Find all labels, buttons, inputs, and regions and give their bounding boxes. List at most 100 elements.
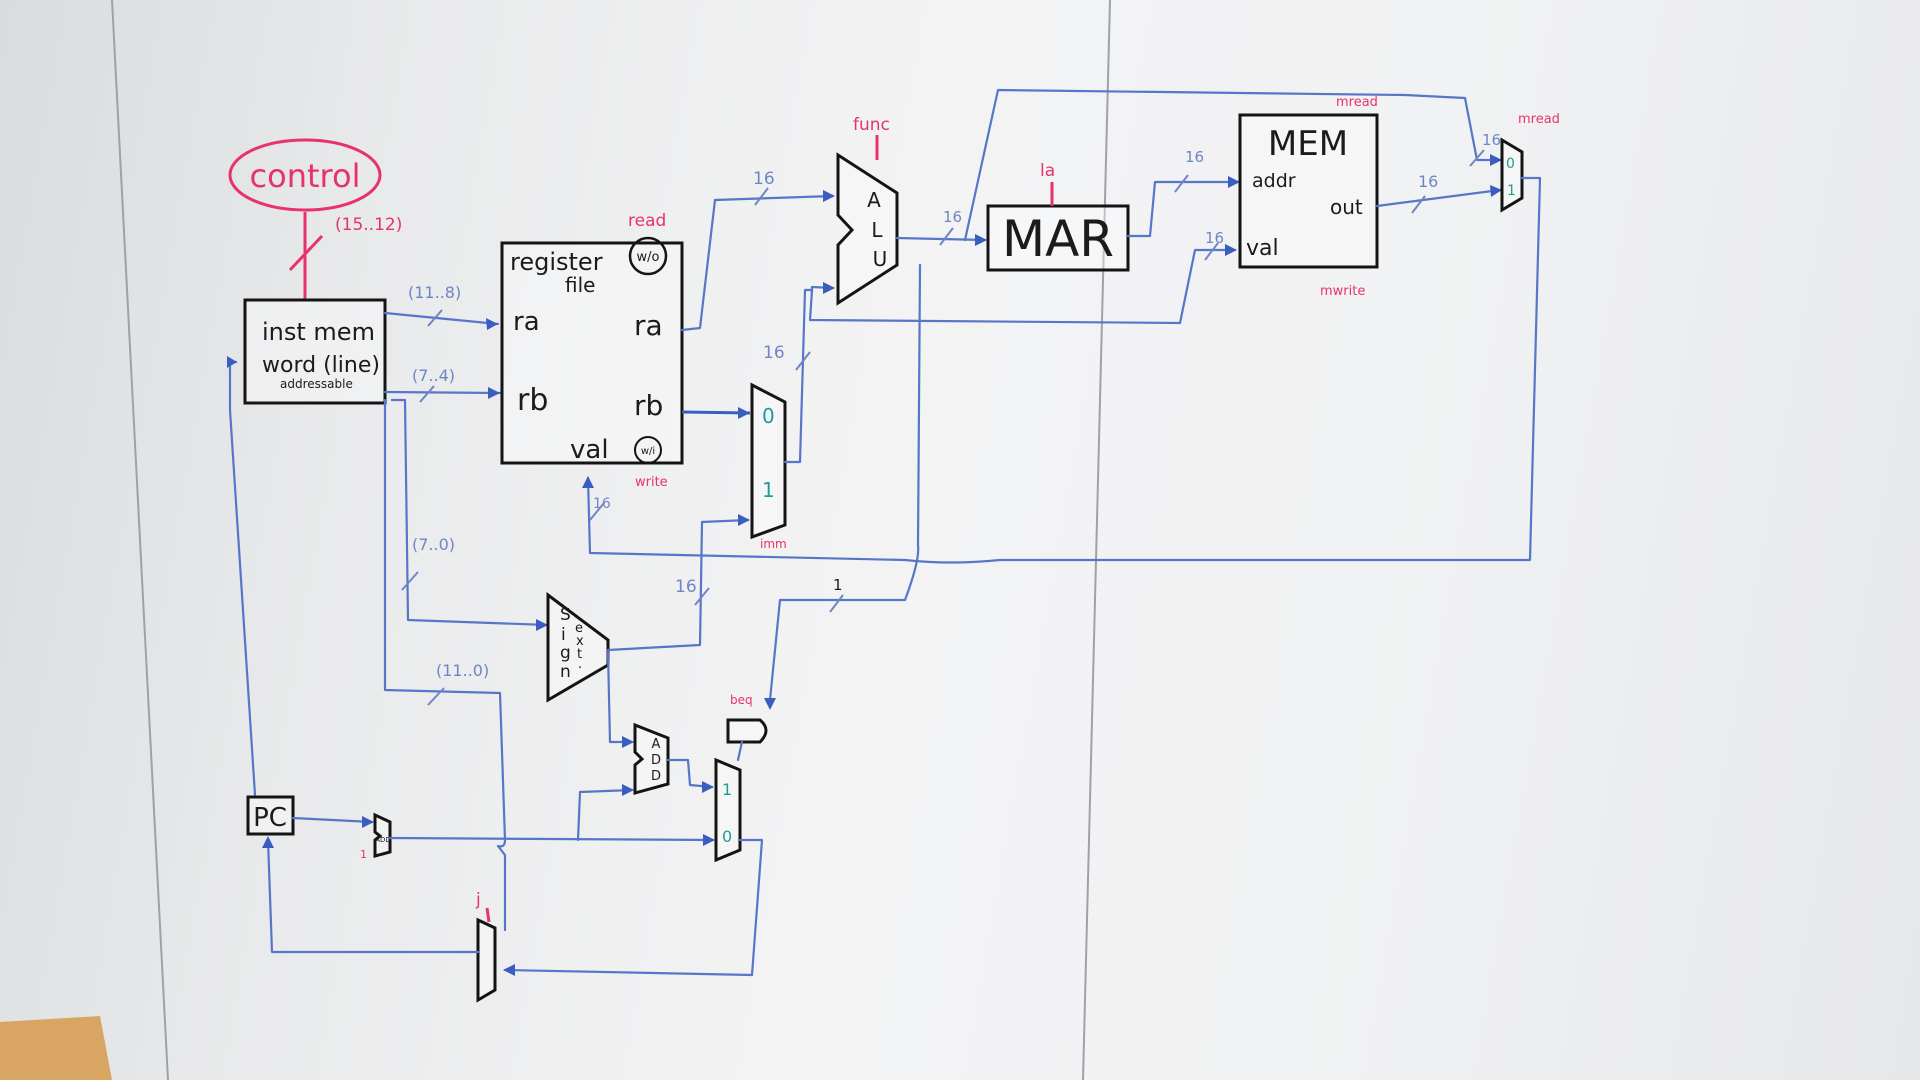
wire-wb-16-label: 16 <box>593 496 611 512</box>
pc-adder-const: 1 <box>360 848 367 861</box>
wire-pc-to-inst <box>228 360 257 797</box>
alu <box>836 152 899 306</box>
wire-b-16-label: 16 <box>763 343 785 363</box>
inst-mem-box <box>243 298 387 405</box>
sign-ext-l7: t <box>577 647 582 662</box>
control-bits-label: (15..12) <box>335 215 402 235</box>
wire-11-8-label: (11..8) <box>408 283 461 302</box>
sign-ext-l2: i <box>561 625 566 645</box>
mux-b <box>750 382 787 540</box>
mux-out-ctrl: mread <box>1518 112 1560 127</box>
regfile-rb-in: rb <box>517 383 548 418</box>
regfile-read-port-label: w/o <box>637 250 660 265</box>
control-label: control <box>250 157 361 195</box>
mem-read-ctrl: mread <box>1336 95 1378 110</box>
wire-ra-16-label: 16 <box>753 169 775 189</box>
branch-adder <box>633 722 670 795</box>
alu-letter-2: L <box>871 218 883 242</box>
regfile-val: val <box>570 435 609 465</box>
mux-out-in0: 0 <box>1506 156 1515 172</box>
mem-addr: addr <box>1252 170 1296 192</box>
wire-mar-to-mem <box>1126 180 1240 238</box>
inst-mem-line3: addressable <box>280 377 353 391</box>
mux-out <box>1500 137 1524 213</box>
pc-adder <box>373 812 392 858</box>
sign-ext-l3: g <box>560 643 571 663</box>
wire-11-0-label: (11..0) <box>436 661 489 680</box>
board-seam-middle <box>1082 0 1111 1080</box>
regfile-title2: file <box>565 273 595 297</box>
wire-imm8 <box>390 398 550 627</box>
wire-sext-to-add <box>606 650 634 744</box>
mem-val: val <box>1246 236 1279 261</box>
sign-ext-l8: . <box>578 657 582 672</box>
mem-box <box>1238 113 1379 269</box>
mux-j <box>476 917 497 1003</box>
mux-pc <box>714 757 742 863</box>
desk-corner <box>0 1016 112 1080</box>
wire-mem-to-mux <box>1375 188 1502 208</box>
board-seam-left <box>111 0 169 1080</box>
regfile-rb-out: rb <box>634 389 663 422</box>
wire-alu-bypass <box>963 88 1502 242</box>
wire-pc1-to-add <box>576 788 634 842</box>
regfile-read-port <box>628 236 668 276</box>
wire-alu-to-mar <box>895 236 987 242</box>
alu-letter-3: U <box>873 247 888 271</box>
wire-ra-to-alu <box>680 194 835 332</box>
wire-pcmux-to-jmux <box>503 838 764 977</box>
control-ellipse <box>228 138 382 212</box>
branch-adder-l2: D <box>651 753 661 768</box>
wire-sext-16-label: 16 <box>675 577 697 597</box>
mar-box <box>986 204 1130 272</box>
wire-rb-to-memval <box>808 248 1237 325</box>
regfile-write-port-label: w/i <box>641 446 655 457</box>
mux-out-in1: 1 <box>1507 183 1516 199</box>
wire-add-to-pcmux <box>666 758 714 789</box>
and-gate <box>726 718 768 744</box>
branch-adder-l1: A <box>652 737 661 752</box>
mux-b-in1: 1 <box>762 478 775 502</box>
wire-bypass-16-label: 16 <box>1482 131 1501 149</box>
sign-ext-l6: x <box>576 634 584 649</box>
sign-ext-l5: e <box>575 621 583 636</box>
mem-label: MEM <box>1268 124 1348 164</box>
wire-alu-16-label: 16 <box>943 208 962 226</box>
wire-flag-1-label: 1 <box>833 576 843 594</box>
wire-and-to-mux <box>736 740 744 762</box>
wire-pc-to-pcadd <box>291 816 374 824</box>
pc-adder-label: ADD <box>375 836 391 844</box>
wire-memval-16-label: 16 <box>1205 229 1224 247</box>
branch-adder-l3: D <box>651 769 661 784</box>
pc-box <box>246 795 295 836</box>
sign-ext-l4: n <box>560 662 571 682</box>
mux-b-ctrl: imm <box>760 537 787 551</box>
wire-7-4-label: (7..4) <box>412 366 455 385</box>
mem-out: out <box>1330 195 1363 219</box>
mux-j-ctrl: j <box>475 890 481 910</box>
regfile-write-port <box>634 436 662 464</box>
wire-out-16-label: 16 <box>1418 172 1438 191</box>
wire-pc1-to-pcmux <box>388 836 715 842</box>
wire-addr-16-label: 16 <box>1185 148 1204 166</box>
inst-mem-line1: inst mem <box>262 318 375 346</box>
mem-write-ctrl: mwrite <box>1320 284 1365 299</box>
wire-7-0-label: (7..0) <box>412 535 455 554</box>
sign-ext-l1: S <box>560 605 571 625</box>
regfile-read-ctrl: read <box>628 211 666 231</box>
wire-mux-to-alu <box>783 285 835 464</box>
register-file-box <box>500 241 684 465</box>
wire-ra-sel <box>383 311 500 326</box>
mux-b-in0: 0 <box>762 404 775 428</box>
mar-ctrl: la <box>1040 161 1055 181</box>
regfile-ra-out: ra <box>634 309 663 342</box>
wire-zero-flag <box>768 263 922 702</box>
wire-writeback <box>586 176 1542 564</box>
regfile-ra-in: ra <box>513 307 540 337</box>
mux-pc-in1: 1 <box>722 780 732 799</box>
alu-ctrl: func <box>853 115 890 135</box>
wire-jump-target <box>383 398 507 932</box>
regfile-title1: register <box>510 248 603 276</box>
pc-label: PC <box>253 803 287 833</box>
